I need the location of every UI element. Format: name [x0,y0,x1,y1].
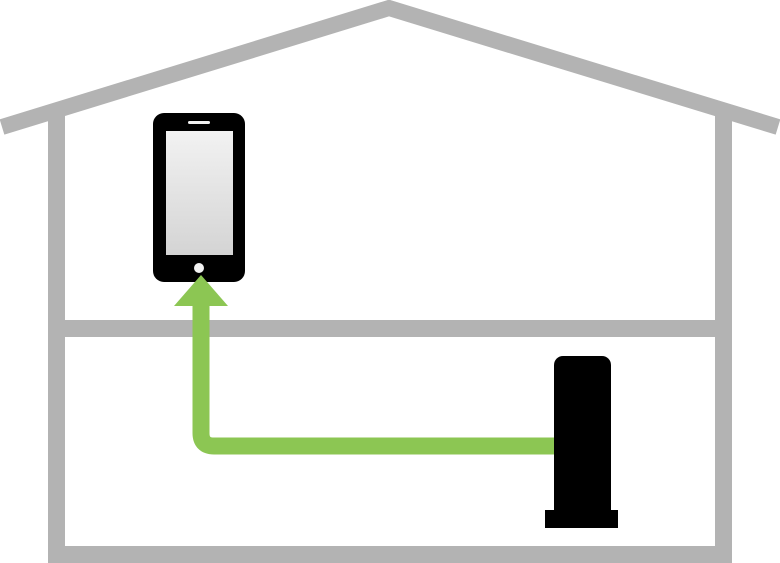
house-floor-divider [48,320,732,337]
booster-base [545,510,618,528]
phone-screen [166,131,233,255]
house-right-wall [715,115,732,561]
signal-arrow-line [192,300,556,455]
signal-arrowhead [174,275,228,306]
house-left-wall [48,115,65,561]
house-ground [48,546,732,563]
booster-tower-base-join [554,480,611,514]
house-roof [0,0,780,135]
signal-arrow-icon [174,275,556,455]
signal-booster-icon [545,356,618,528]
phone-speaker [188,121,210,124]
smartphone-icon [153,113,245,282]
booster-tower [554,356,611,513]
phone-home-button [194,263,204,273]
